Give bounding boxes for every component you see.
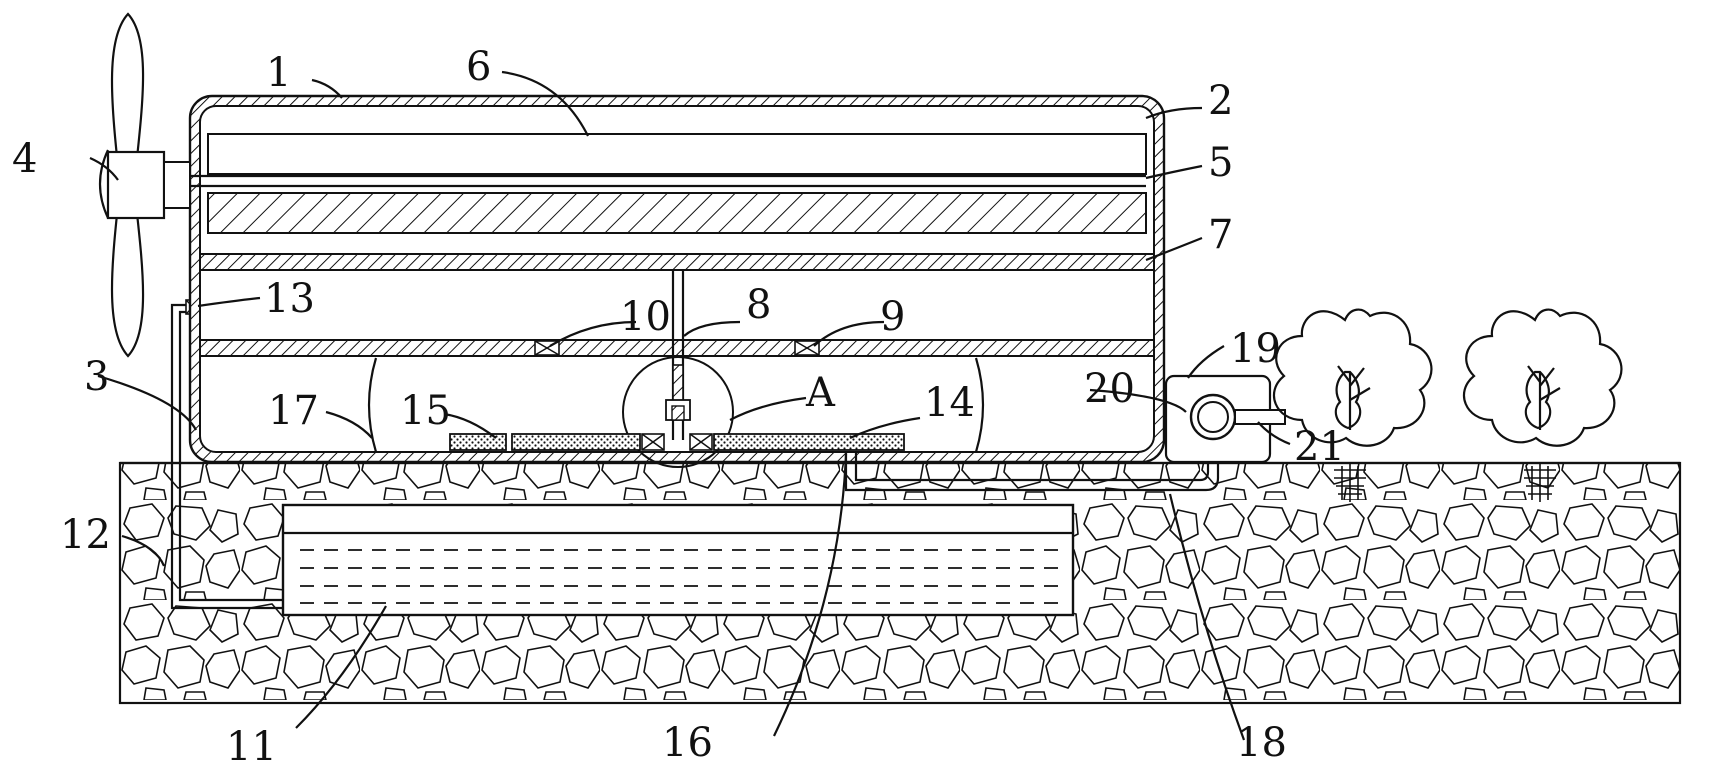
label-14: 14 — [924, 380, 975, 426]
filter-panel — [207, 133, 1147, 175]
leader-lines — [89, 70, 1291, 741]
fan — [98, 12, 191, 358]
arc-right — [974, 357, 985, 453]
label-7: 7 — [1208, 212, 1233, 258]
label-12: 12 — [60, 512, 111, 558]
water-tank — [281, 503, 1075, 617]
outlet-pipe — [844, 430, 1220, 492]
label-20: 20 — [1084, 366, 1135, 412]
arc-left-17 — [367, 357, 378, 453]
label-3: 3 — [84, 354, 109, 400]
label-21: 21 — [1294, 424, 1345, 470]
bearing-left — [641, 433, 665, 451]
label-16: 16 — [662, 720, 713, 766]
bearing-right — [689, 433, 713, 451]
label-11: 11 — [226, 724, 277, 770]
valve-9 — [794, 340, 820, 356]
center-bearing — [665, 399, 691, 421]
label-18: 18 — [1236, 720, 1287, 766]
plant-left — [1273, 308, 1433, 502]
label-17: 17 — [268, 388, 319, 434]
label-5: 5 — [1208, 140, 1233, 186]
partition-plate-7 — [199, 253, 1155, 271]
pump-unit — [1164, 374, 1286, 464]
screen-14 — [713, 433, 905, 451]
label-9: 9 — [880, 294, 905, 340]
detail-circle-a — [622, 356, 734, 468]
label-2: 2 — [1208, 78, 1233, 124]
plant-right — [1463, 308, 1623, 502]
middle-partition — [199, 339, 1155, 357]
hatched-plate — [207, 192, 1147, 234]
label-15: 15 — [400, 388, 451, 434]
label-1: 1 — [266, 50, 291, 96]
screen-left — [511, 433, 641, 451]
label-10: 10 — [620, 294, 671, 340]
label-13: 13 — [264, 276, 315, 322]
label-19: 19 — [1230, 326, 1281, 372]
label-4: 4 — [12, 136, 37, 182]
label-6: 6 — [466, 44, 491, 90]
label-8: 8 — [746, 282, 771, 328]
screen-15 — [449, 433, 507, 451]
label-a: A — [805, 370, 836, 416]
